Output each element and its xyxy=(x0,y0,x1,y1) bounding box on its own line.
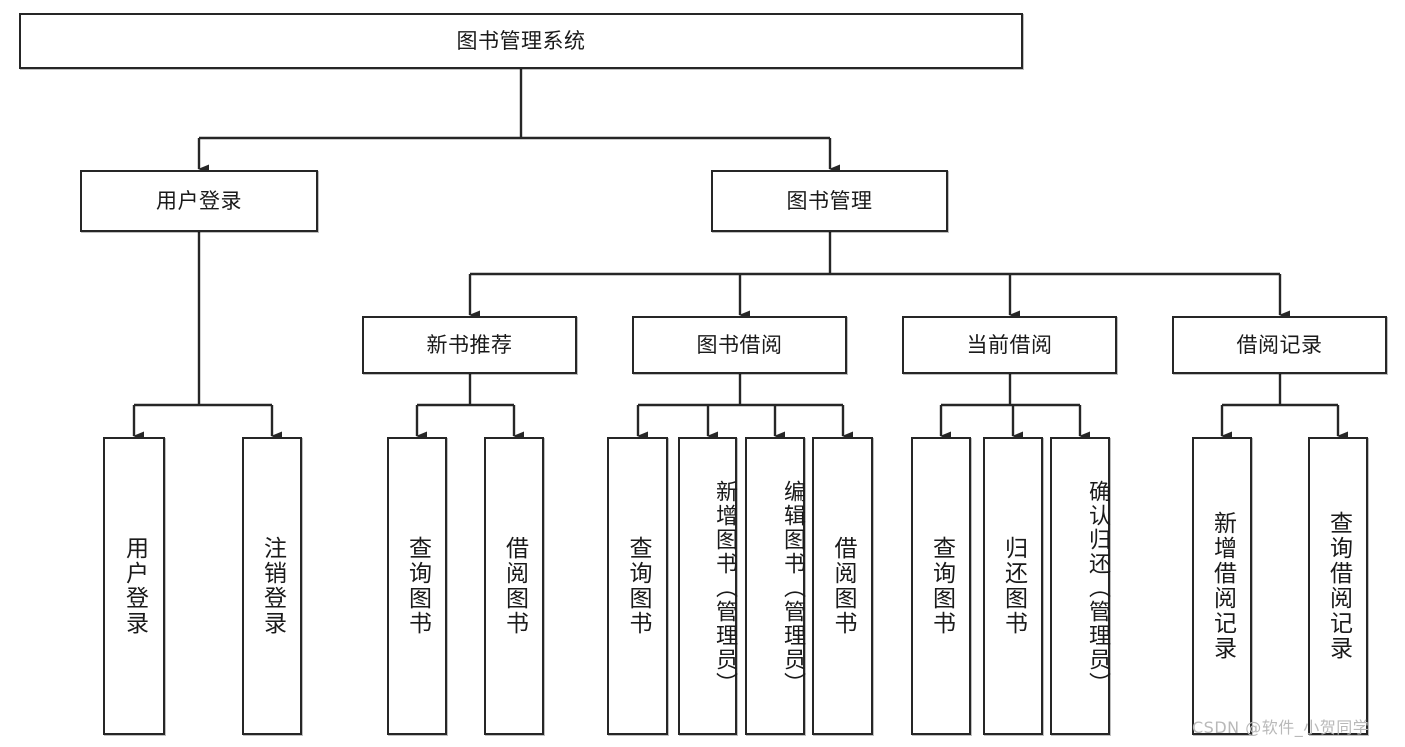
node-label-leaf-borrow-book-1: 借阅图书 xyxy=(501,536,528,636)
node-current-borrow[interactable]: 当前借阅 xyxy=(902,316,1117,374)
node-new-book-rec[interactable]: 新书推荐 xyxy=(362,316,577,374)
node-label-current-borrow: 当前借阅 xyxy=(966,332,1053,357)
node-label-book-borrow: 图书借阅 xyxy=(696,332,783,357)
node-label-leaf-query-record: 查询借阅记录 xyxy=(1325,511,1352,661)
node-label-leaf-borrow-book-2: 借阅图书 xyxy=(830,536,856,636)
node-label-book-manage: 图书管理 xyxy=(786,188,873,213)
node-label-root: 图书管理系统 xyxy=(456,28,586,53)
node-label-leaf-query-book-2: 查询图书 xyxy=(625,536,651,636)
node-leaf-add-book[interactable]: 新增图书（管理员） xyxy=(678,437,737,735)
node-leaf-query-book-1[interactable]: 查询图书 xyxy=(387,437,447,735)
node-label-leaf-add-book: 新增图书（管理员） xyxy=(712,479,737,696)
node-book-borrow[interactable]: 图书借阅 xyxy=(632,316,847,374)
node-leaf-query-book-2[interactable]: 查询图书 xyxy=(607,437,668,735)
node-label-leaf-add-record: 新增借阅记录 xyxy=(1209,511,1236,661)
node-label-leaf-query-book-1: 查询图书 xyxy=(404,536,431,636)
node-leaf-query-book-3[interactable]: 查询图书 xyxy=(911,437,971,735)
node-leaf-borrow-book-1[interactable]: 借阅图书 xyxy=(484,437,544,735)
node-root[interactable]: 图书管理系统 xyxy=(19,13,1023,69)
node-label-leaf-user-logout: 注销登录 xyxy=(259,536,286,636)
node-leaf-query-record[interactable]: 查询借阅记录 xyxy=(1308,437,1368,735)
watermark-text: CSDN @软件_小贺同学 xyxy=(1192,718,1370,737)
node-leaf-user-logout[interactable]: 注销登录 xyxy=(242,437,302,735)
node-leaf-confirm-return[interactable]: 确认归还（管理员） xyxy=(1050,437,1110,735)
node-book-manage[interactable]: 图书管理 xyxy=(711,170,948,232)
connector-group xyxy=(132,69,1348,441)
node-label-user-login: 用户登录 xyxy=(156,188,242,213)
node-label-leaf-confirm-return: 确认归还（管理员） xyxy=(1085,479,1110,696)
node-leaf-return-book[interactable]: 归还图书 xyxy=(983,437,1043,735)
node-label-leaf-return-book: 归还图书 xyxy=(1000,536,1027,636)
node-borrow-record[interactable]: 借阅记录 xyxy=(1172,316,1387,374)
node-leaf-add-record[interactable]: 新增借阅记录 xyxy=(1192,437,1252,735)
node-label-leaf-query-book-3: 查询图书 xyxy=(928,536,955,636)
node-leaf-borrow-book-2[interactable]: 借阅图书 xyxy=(812,437,873,735)
node-user-login[interactable]: 用户登录 xyxy=(80,170,318,232)
node-leaf-user-login[interactable]: 用户登录 xyxy=(103,437,165,735)
node-label-borrow-record: 借阅记录 xyxy=(1236,332,1323,357)
node-label-new-book-rec: 新书推荐 xyxy=(426,332,513,357)
node-leaf-edit-book[interactable]: 编辑图书（管理员） xyxy=(745,437,805,735)
node-label-leaf-edit-book: 编辑图书（管理员） xyxy=(780,479,805,696)
node-label-leaf-user-login: 用户登录 xyxy=(121,536,148,636)
